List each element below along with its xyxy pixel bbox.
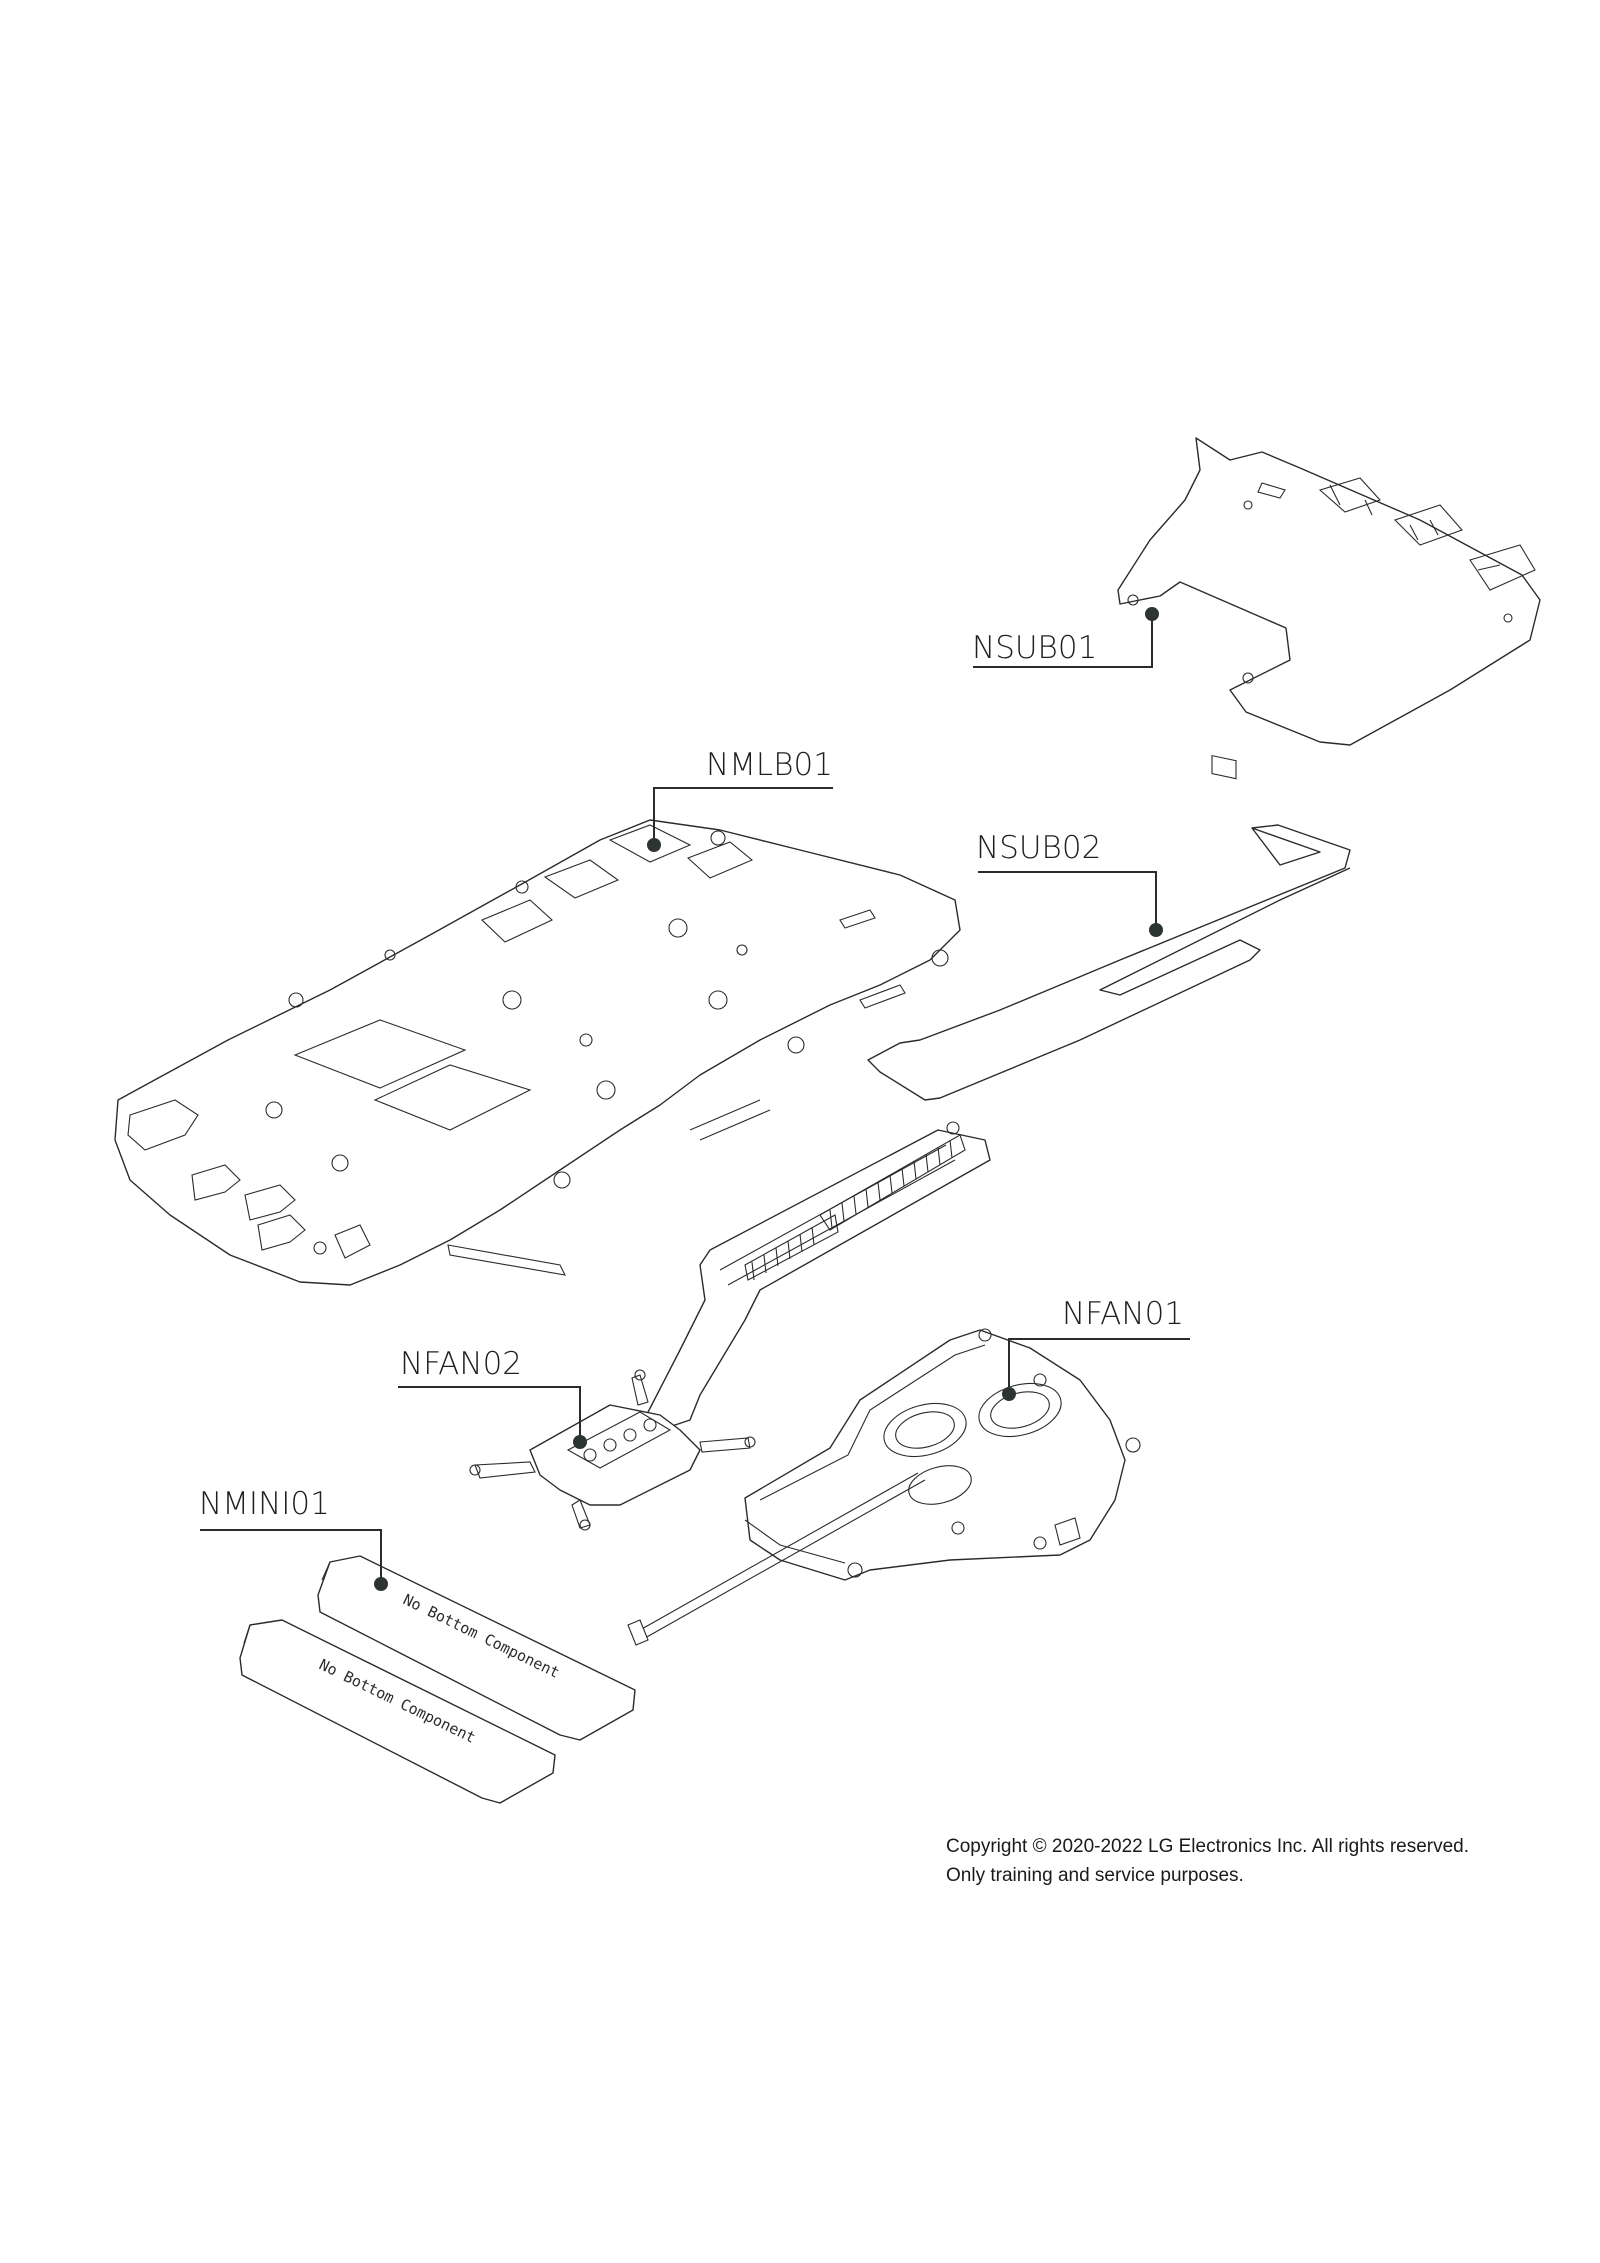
callout-dot-nmlb01 — [647, 838, 661, 852]
callout-label-nfan02: NFAN02 — [400, 1346, 522, 1382]
callout-nmini01: NMINI01 — [199, 1486, 388, 1591]
callout-dot-nfan02 — [573, 1435, 587, 1449]
sub-board-nsub01 — [1117, 437, 1541, 780]
callout-nsub02: NSUB02 — [976, 830, 1163, 937]
callout-dot-nsub02 — [1149, 923, 1163, 937]
callout-label-nsub02: NSUB02 — [976, 830, 1101, 866]
callout-nmlb01: NMLB01 — [647, 747, 833, 852]
purpose-line: Only training and service purposes. — [946, 1865, 1244, 1886]
callout-dot-nmini01 — [374, 1577, 388, 1591]
fan-assembly-nfan01 — [627, 1328, 1141, 1646]
heatsink-assembly-nfan02 — [469, 1121, 991, 1531]
copyright-notice: Copyright © 2020-2022 LG Electronics Inc… — [946, 1832, 1469, 1890]
main-board-nmlb01 — [114, 819, 961, 1286]
callout-nsub01: NSUB01 — [972, 607, 1159, 668]
callout-dot-nsub01 — [1145, 607, 1159, 621]
callout-nfan02: NFAN02 — [398, 1346, 587, 1449]
callout-label-nmini01: NMINI01 — [199, 1486, 330, 1522]
callout-label-nsub01: NSUB01 — [972, 630, 1097, 666]
flex-cable-nsub02 — [867, 824, 1351, 1101]
copyright-line: Copyright © 2020-2022 LG Electronics Inc… — [946, 1836, 1470, 1857]
callout-label-nmlb01: NMLB01 — [706, 747, 833, 783]
callout-label-nfan01: NFAN01 — [1062, 1296, 1184, 1332]
callout-dot-nfan01 — [1002, 1387, 1016, 1401]
callout-nfan01: NFAN01 — [1002, 1296, 1190, 1401]
